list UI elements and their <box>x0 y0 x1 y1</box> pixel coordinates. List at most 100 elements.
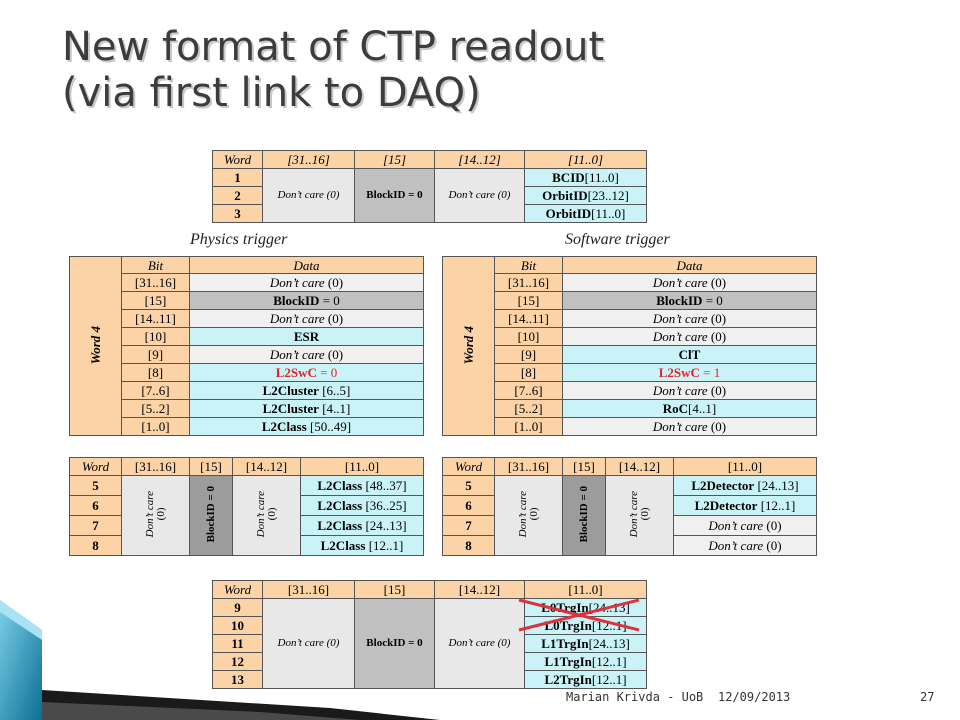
bit-range: [8] <box>121 363 190 382</box>
bit-range: [31..16] <box>121 273 190 292</box>
data-cell: OrbitID[11..0] <box>524 204 647 223</box>
data-cell: Don’t care (0) <box>673 535 817 556</box>
data-cell: ClT <box>562 345 817 364</box>
bit-range: [1..0] <box>121 417 190 436</box>
word-number: 7 <box>442 515 495 536</box>
data-cell: Don’t care (0) <box>189 309 424 328</box>
bit-range: [10] <box>494 327 563 346</box>
col-word: Word <box>69 457 122 476</box>
data-cell: L2Class [50..49] <box>189 417 424 436</box>
bit-range: [5..2] <box>121 399 190 418</box>
data-cell: L2Detector [24..13] <box>673 475 817 496</box>
data-cell: L2SwC = 1 <box>562 363 817 382</box>
col-word: Word <box>442 457 495 476</box>
word-number: 12 <box>212 652 263 671</box>
header-words-table: Word [31..16] [15] [14..12] [11..0] 1 Do… <box>212 150 647 223</box>
data-cell: L2Class [36..25] <box>300 495 424 516</box>
data-cell: L1TrgIn[24..13] <box>524 634 647 653</box>
bit-range: [9] <box>121 345 190 364</box>
word4-label: Word 4 <box>69 256 122 436</box>
data-cell: OrbitID[23..12] <box>524 186 647 205</box>
col-15: [15] <box>562 457 606 476</box>
bit-range: [31..16] <box>494 273 563 292</box>
col-14-12: [14..12] <box>232 457 301 476</box>
dont-care-cell: Don’t care(0) <box>494 475 563 556</box>
bit-range: [15] <box>121 291 190 310</box>
bit-range: [5..2] <box>494 399 563 418</box>
word-number: 6 <box>69 495 122 516</box>
blockid-cell: BlockID = 0 <box>562 475 606 556</box>
word-number: 8 <box>442 535 495 556</box>
col-word: Word <box>212 580 263 599</box>
bit-range: [14..11] <box>121 309 190 328</box>
software-trigger-caption: Software trigger <box>565 231 670 248</box>
data-cell: Don’t care (0) <box>189 345 424 364</box>
blockid-cell: BlockID = 0 <box>354 168 435 223</box>
blockid-cell: BlockID = 0 <box>189 475 233 556</box>
data-cell: L2TrgIn[12..1] <box>524 670 647 689</box>
col-data: Data <box>562 256 817 274</box>
col-31-16: [31..16] <box>262 150 355 169</box>
col-bit: Bit <box>121 256 190 274</box>
data-cell: L2Class [48..37] <box>300 475 424 496</box>
footer-date: 12/09/2013 <box>718 690 791 704</box>
dont-care-cell: Don’t care(0) <box>121 475 190 556</box>
data-cell: Don’t care (0) <box>562 309 817 328</box>
word-number: 5 <box>442 475 495 496</box>
col-data: Data <box>189 256 424 274</box>
word-number: 3 <box>212 204 263 223</box>
word-number: 1 <box>212 168 263 187</box>
col-14-12: [14..12] <box>605 457 674 476</box>
data-cell: L1TrgIn[12..1] <box>524 652 647 671</box>
dont-care-cell: Don’t care(0) <box>605 475 674 556</box>
col-11-0: [11..0] <box>300 457 424 476</box>
col-15: [15] <box>354 580 435 599</box>
dont-care-cell: Don’t care (0) <box>262 598 355 689</box>
data-cell: L2Cluster [4..1] <box>189 399 424 418</box>
col-15: [15] <box>189 457 233 476</box>
col-bit: Bit <box>494 256 563 274</box>
strikeout-cross <box>518 598 640 632</box>
col-11-0: [11..0] <box>524 150 647 169</box>
word-number: 5 <box>69 475 122 496</box>
word-number: 7 <box>69 515 122 536</box>
footer-author: Marian Krivda - UoB <box>566 690 704 704</box>
blockid-cell: BlockID = 0 <box>354 598 435 689</box>
data-cell: L2SwC = 0 <box>189 363 424 382</box>
data-cell: BCID[11..0] <box>524 168 647 187</box>
col-15: [15] <box>354 150 435 169</box>
bit-range: [14..11] <box>494 309 563 328</box>
bit-range: [9] <box>494 345 563 364</box>
col-14-12: [14..12] <box>434 150 525 169</box>
page-title-shadow: New format of CTP readout (via first lin… <box>64 26 607 118</box>
dont-care-cell: Don’t care (0) <box>262 168 355 223</box>
bit-range: [7..6] <box>494 381 563 400</box>
data-cell: BlockID = 0 <box>189 291 424 310</box>
word-number: 11 <box>212 634 263 653</box>
corner-decoration <box>0 600 440 720</box>
bit-range: [1..0] <box>494 417 563 436</box>
data-cell: Don’t care (0) <box>189 273 424 292</box>
data-cell: Don’t care (0) <box>562 273 817 292</box>
bit-range: [10] <box>121 327 190 346</box>
data-cell: Don’t care (0) <box>562 417 817 436</box>
col-31-16: [31..16] <box>494 457 563 476</box>
word-number: 6 <box>442 495 495 516</box>
dont-care-cell: Don’t care (0) <box>434 598 525 689</box>
physics-words-5-8-table: Word [31..16] [15] [14..12] [11..0] 5 Do… <box>69 457 424 556</box>
bit-range: [15] <box>494 291 563 310</box>
bit-range: [7..6] <box>121 381 190 400</box>
data-cell: Don’t care (0) <box>562 327 817 346</box>
col-14-12: [14..12] <box>434 580 525 599</box>
data-cell: Don’t care (0) <box>562 381 817 400</box>
data-cell: ESR <box>189 327 424 346</box>
software-words-5-8-table: Word [31..16] [15] [14..12] [11..0] 5 Do… <box>442 457 817 556</box>
word-number: 13 <box>212 670 263 689</box>
software-word4-table: Word 4 Bit Data [31..16]Don’t care (0) [… <box>442 256 817 436</box>
slide-number: 27 <box>920 690 935 704</box>
physics-word4-table: Word 4 Bit Data [31..16]Don’t care (0) [… <box>69 256 424 436</box>
word4-label: Word 4 <box>442 256 495 436</box>
data-cell: RoC[4..1] <box>562 399 817 418</box>
dont-care-cell: Don’t care(0) <box>232 475 301 556</box>
data-cell: BlockID = 0 <box>562 291 817 310</box>
